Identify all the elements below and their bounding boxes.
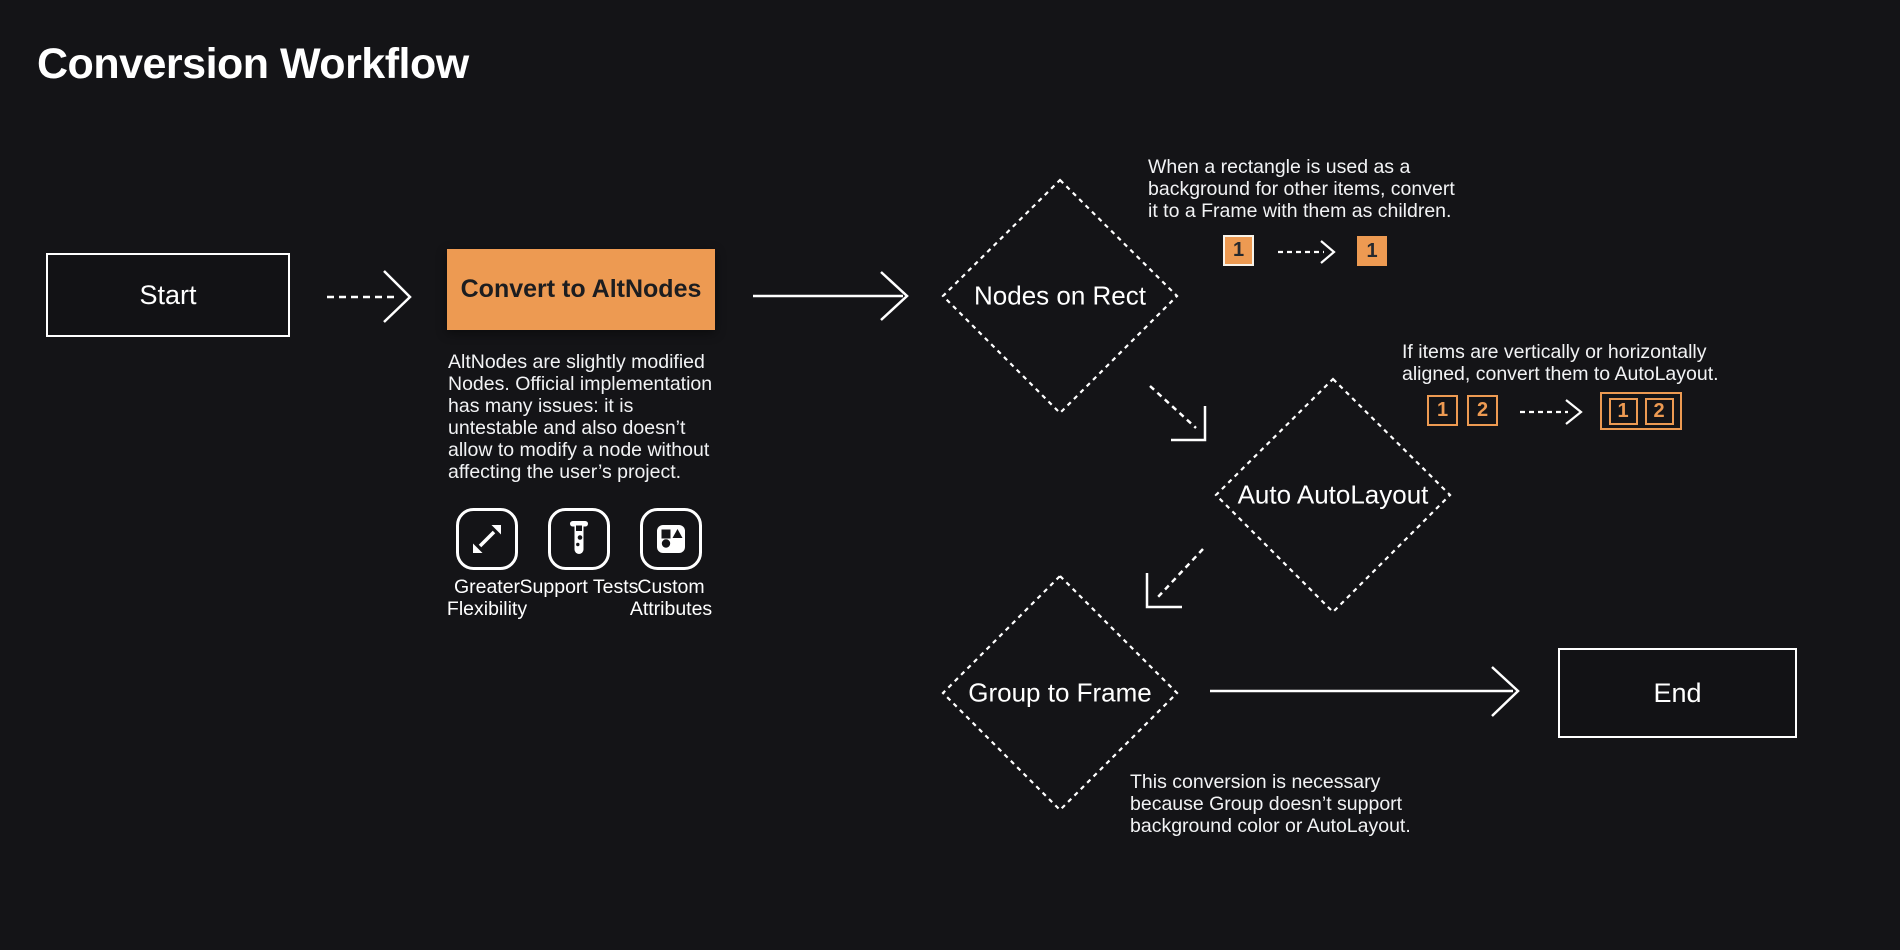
convert-node-label: Convert to AltNodes — [460, 275, 702, 303]
arrow-group-to-end — [1210, 666, 1520, 717]
start-node: Start — [46, 253, 290, 337]
convert-to-altnodes-node: Convert to AltNodes — [447, 249, 715, 330]
autolayout-after-tag-1-label: 1 — [1617, 399, 1629, 422]
rect-before-tag: 1 — [1223, 235, 1254, 266]
nodes-on-rect-note: When a rectangle is used as a background… — [1148, 156, 1455, 222]
shapes-icon — [640, 508, 702, 570]
arrow-convert-to-nodes-on-rect — [753, 271, 909, 321]
autolayout-after-tag-1: 1 — [1608, 397, 1638, 425]
group-to-frame-note: This conversion is necessary because Gro… — [1130, 771, 1411, 837]
auto-autolayout-label: Auto AutoLayout — [1237, 479, 1429, 510]
feature-label-custom-attributes: Custom Attributes — [629, 576, 713, 620]
arrow-rect-annotation — [1278, 240, 1336, 264]
end-node: End — [1558, 648, 1797, 738]
feature-label-greater-flexibility: Greater Flexibility — [446, 576, 528, 620]
expand-arrows-icon — [456, 508, 518, 570]
rect-before-tag-label: 1 — [1232, 239, 1245, 261]
feature-support-tests — [548, 508, 610, 570]
autolayout-before-tag-1: 1 — [1427, 395, 1458, 426]
altnodes-description: AltNodes are slightly modified Nodes. Of… — [448, 351, 713, 483]
autolayout-group-box: 1 2 — [1600, 392, 1682, 430]
test-tube-icon — [548, 508, 610, 570]
rect-after-tag: 1 — [1357, 236, 1387, 266]
autolayout-before-tag-2-label: 2 — [1476, 399, 1489, 421]
feature-custom-attributes — [640, 508, 702, 570]
arrow-autolayout-annotation — [1520, 399, 1583, 425]
feature-label-support-tests: Support Tests — [519, 576, 639, 598]
nodes-on-rect-label: Nodes on Rect — [974, 280, 1146, 311]
feature-greater-flexibility — [456, 508, 518, 570]
arrow-nodes-to-autolayout — [1149, 385, 1207, 442]
autolayout-after-tag-2: 2 — [1644, 397, 1674, 425]
autolayout-after-tag-2-label: 2 — [1653, 399, 1665, 422]
arrow-start-to-convert — [327, 270, 412, 323]
page-title: Conversion Workflow — [37, 40, 469, 88]
autolayout-before-tag-1-label: 1 — [1436, 399, 1449, 421]
start-node-label: Start — [139, 279, 197, 310]
arrow-autolayout-to-group — [1145, 548, 1204, 609]
end-node-label: End — [1653, 677, 1702, 708]
rect-after-tag-label: 1 — [1366, 239, 1378, 262]
autolayout-before-tag-2: 2 — [1467, 395, 1498, 426]
auto-autolayout-note: If items are vertically or horizontally … — [1402, 341, 1719, 385]
group-to-frame-label: Group to Frame — [968, 677, 1152, 708]
